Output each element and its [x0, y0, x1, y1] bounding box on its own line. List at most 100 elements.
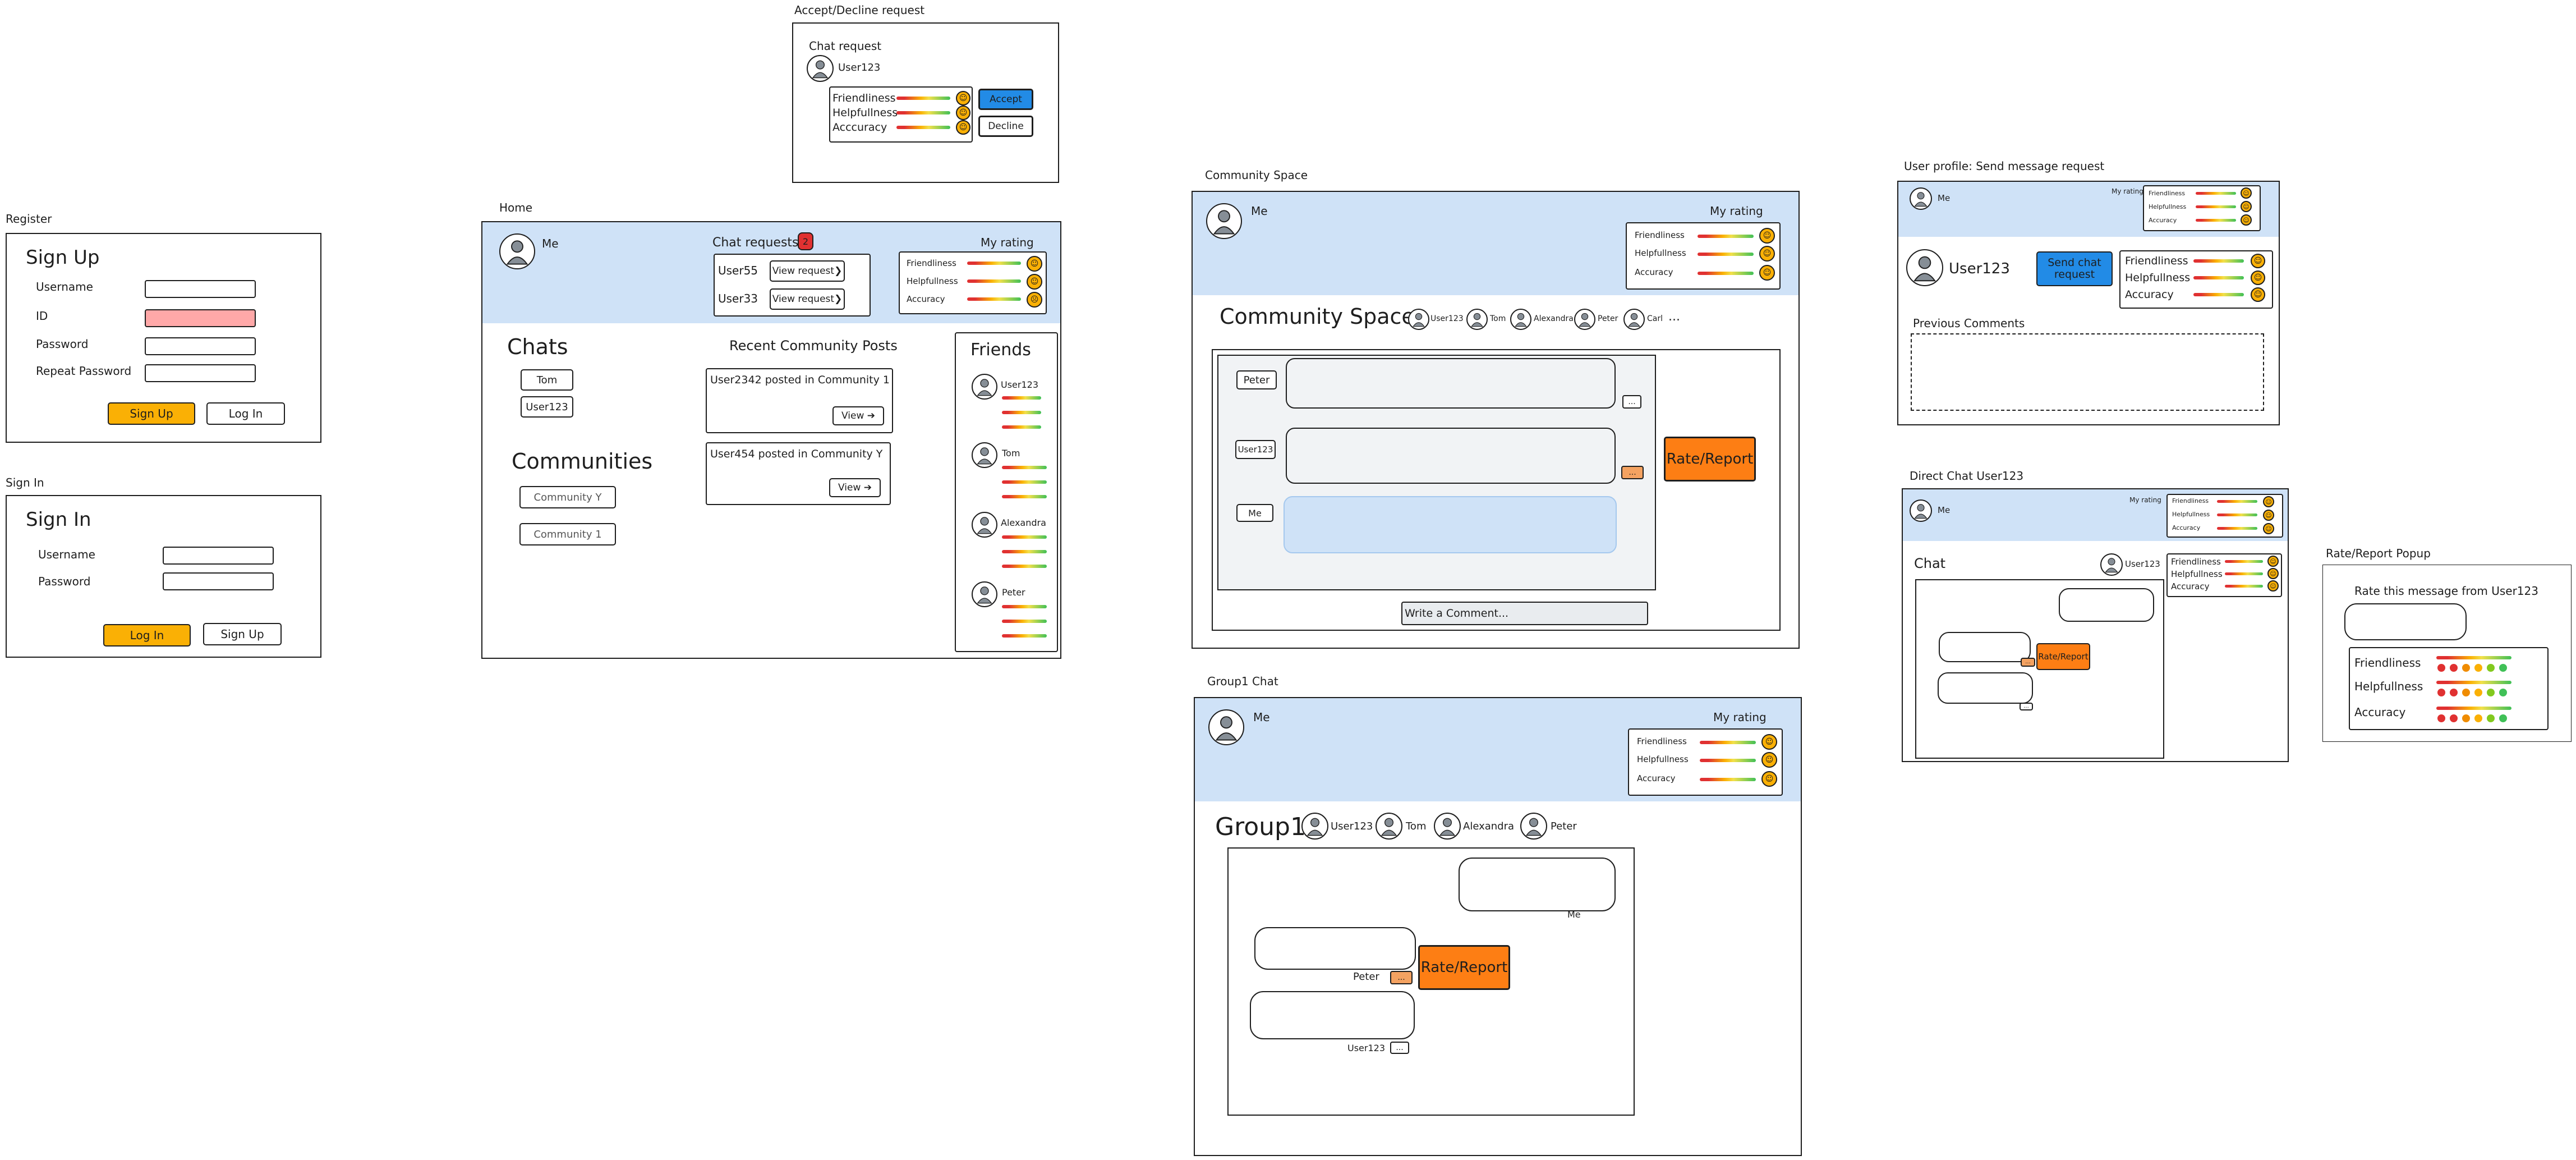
more-members[interactable]: ... [1668, 310, 1680, 324]
rating-dot-2[interactable] [2450, 689, 2458, 696]
helpfullness-bar[interactable] [2436, 681, 2511, 684]
member-avatar[interactable] [1574, 309, 1595, 330]
request-rating-box: Friendliness ☺ Helpfullness ☺ Acccuracy … [829, 86, 973, 143]
rating-dot-5[interactable] [2487, 714, 2495, 722]
popup-frame: Rate this message from User123 Friendlin… [2322, 565, 2572, 742]
member-avatar[interactable] [1520, 813, 1547, 840]
member-avatar[interactable] [1466, 309, 1488, 330]
rating-dot-4[interactable] [2474, 689, 2482, 696]
view-post-button[interactable]: View ➔ [832, 406, 884, 425]
chevron-right-icon: ❯ [834, 265, 843, 277]
view-post-button[interactable]: View ➔ [829, 478, 881, 497]
accuracy-bar [2193, 293, 2244, 296]
view-label: View [841, 410, 864, 421]
decline-button[interactable]: Decline [978, 116, 1033, 137]
me-avatar[interactable] [1206, 203, 1242, 239]
more-options-icon-active[interactable]: ... [1390, 971, 1413, 984]
requests-badge: 2 [798, 232, 813, 250]
friendliness-bar [967, 262, 1021, 265]
rating-dot-3[interactable] [2462, 714, 2470, 722]
friend-rating-bar [1002, 480, 1047, 484]
rating-dot-4[interactable] [2474, 714, 2482, 722]
community-1-item[interactable]: Community 1 [519, 523, 616, 545]
rating-dot-4[interactable] [2474, 664, 2482, 672]
member-avatar[interactable] [1408, 309, 1429, 330]
repeat-password-label: Repeat Password [36, 364, 132, 378]
login-button[interactable]: Log In [103, 624, 191, 647]
rate-report-button[interactable]: Rate/Report [2036, 643, 2090, 670]
rating-dot-6[interactable] [2499, 714, 2507, 722]
id-field[interactable] [145, 309, 256, 327]
friend-avatar[interactable] [972, 442, 997, 468]
helpfullness-label: Helpfullness [2171, 569, 2223, 579]
my-message-bubble [1284, 496, 1617, 553]
signup-link-button[interactable]: Sign Up [203, 623, 282, 645]
accept-button[interactable]: Accept [978, 89, 1033, 110]
friendliness-bar[interactable] [2436, 656, 2511, 659]
post-card[interactable]: User454 posted in Community Y View ➔ [706, 442, 891, 505]
author-me[interactable]: Me [1236, 504, 1273, 522]
repeat-password-field[interactable] [145, 364, 256, 382]
more-options-icon[interactable]: ... [1390, 1042, 1409, 1054]
more-options-icon-active[interactable]: ... [1621, 466, 1644, 479]
accuracy-bar[interactable] [2436, 707, 2511, 710]
smiley-icon: ☺ [2251, 270, 2265, 285]
rating-dot-5[interactable] [2487, 689, 2495, 696]
rating-dot-6[interactable] [2499, 664, 2507, 672]
partner-avatar[interactable] [2100, 553, 2123, 576]
smiley-icon: ☺ [1761, 734, 1777, 750]
rate-report-button[interactable]: Rate/Report [1418, 945, 1510, 990]
me-avatar[interactable] [1910, 499, 1932, 522]
friend-avatar[interactable] [972, 512, 997, 538]
community-y-item[interactable]: Community Y [519, 486, 616, 508]
rating-dot-1[interactable] [2437, 714, 2445, 722]
member-avatar[interactable] [1434, 813, 1461, 840]
signin-username-field[interactable] [163, 547, 274, 565]
message-author-peter: Peter [1353, 971, 1379, 983]
rating-dot-5[interactable] [2487, 664, 2495, 672]
rating-dot-1[interactable] [2437, 664, 2445, 672]
rating-dot-1[interactable] [2437, 689, 2445, 696]
password-field[interactable] [145, 337, 256, 355]
more-options-icon-active[interactable]: ... [2021, 658, 2035, 667]
member-avatar[interactable] [1301, 813, 1328, 840]
member-avatar[interactable] [1376, 813, 1402, 840]
post-card[interactable]: User2342 posted in Community 1 View ➔ [706, 368, 893, 433]
register-caption: Register [6, 212, 52, 226]
friend-avatar[interactable] [972, 374, 997, 400]
login-link-button[interactable]: Log In [206, 402, 285, 425]
chat-tom[interactable]: Tom [521, 369, 573, 391]
rating-dot-2[interactable] [2450, 714, 2458, 722]
username-field[interactable] [145, 280, 256, 298]
rating-dot-2[interactable] [2450, 664, 2458, 672]
my-rating-label: My rating [2112, 187, 2143, 195]
rating-dot-3[interactable] [2462, 664, 2470, 672]
more-options-icon[interactable]: ... [1622, 395, 1641, 409]
member-name: Tom [1406, 820, 1427, 832]
author-user123[interactable]: User123 [1235, 440, 1276, 459]
home-frame: Me Chat requests 2 User55 View request❯ … [481, 221, 1061, 659]
send-chat-request-button[interactable]: Send chat request [2036, 251, 2113, 286]
view-request-button[interactable]: View request❯ [770, 260, 845, 282]
id-label: ID [36, 309, 48, 323]
member-avatar[interactable] [1510, 309, 1531, 330]
me-avatar[interactable] [499, 233, 535, 269]
me-avatar[interactable] [1208, 709, 1244, 745]
signup-button[interactable]: Sign Up [108, 402, 195, 425]
view-request-button[interactable]: View request❯ [770, 288, 845, 310]
friend-avatar[interactable] [972, 581, 997, 607]
group-frame: Me My rating Friendliness ☺ Helpfullness… [1194, 697, 1802, 1156]
rate-report-button[interactable]: Rate/Report [1664, 437, 1756, 482]
smiley-icon: ☺ [2241, 214, 2252, 226]
signin-password-field[interactable] [163, 572, 274, 590]
helpfullness-label: Helpfullness [1637, 754, 1689, 764]
more-options-icon[interactable]: ... [2020, 703, 2033, 710]
member-avatar[interactable] [1623, 309, 1645, 330]
me-avatar[interactable] [1910, 187, 1932, 210]
write-comment-input[interactable]: Write a Comment... [1401, 602, 1648, 625]
arrow-right-icon: ➔ [863, 482, 872, 493]
chat-user123[interactable]: User123 [521, 396, 573, 418]
author-peter[interactable]: Peter [1236, 370, 1277, 389]
rating-dot-6[interactable] [2499, 689, 2507, 696]
rating-dot-3[interactable] [2462, 689, 2470, 696]
